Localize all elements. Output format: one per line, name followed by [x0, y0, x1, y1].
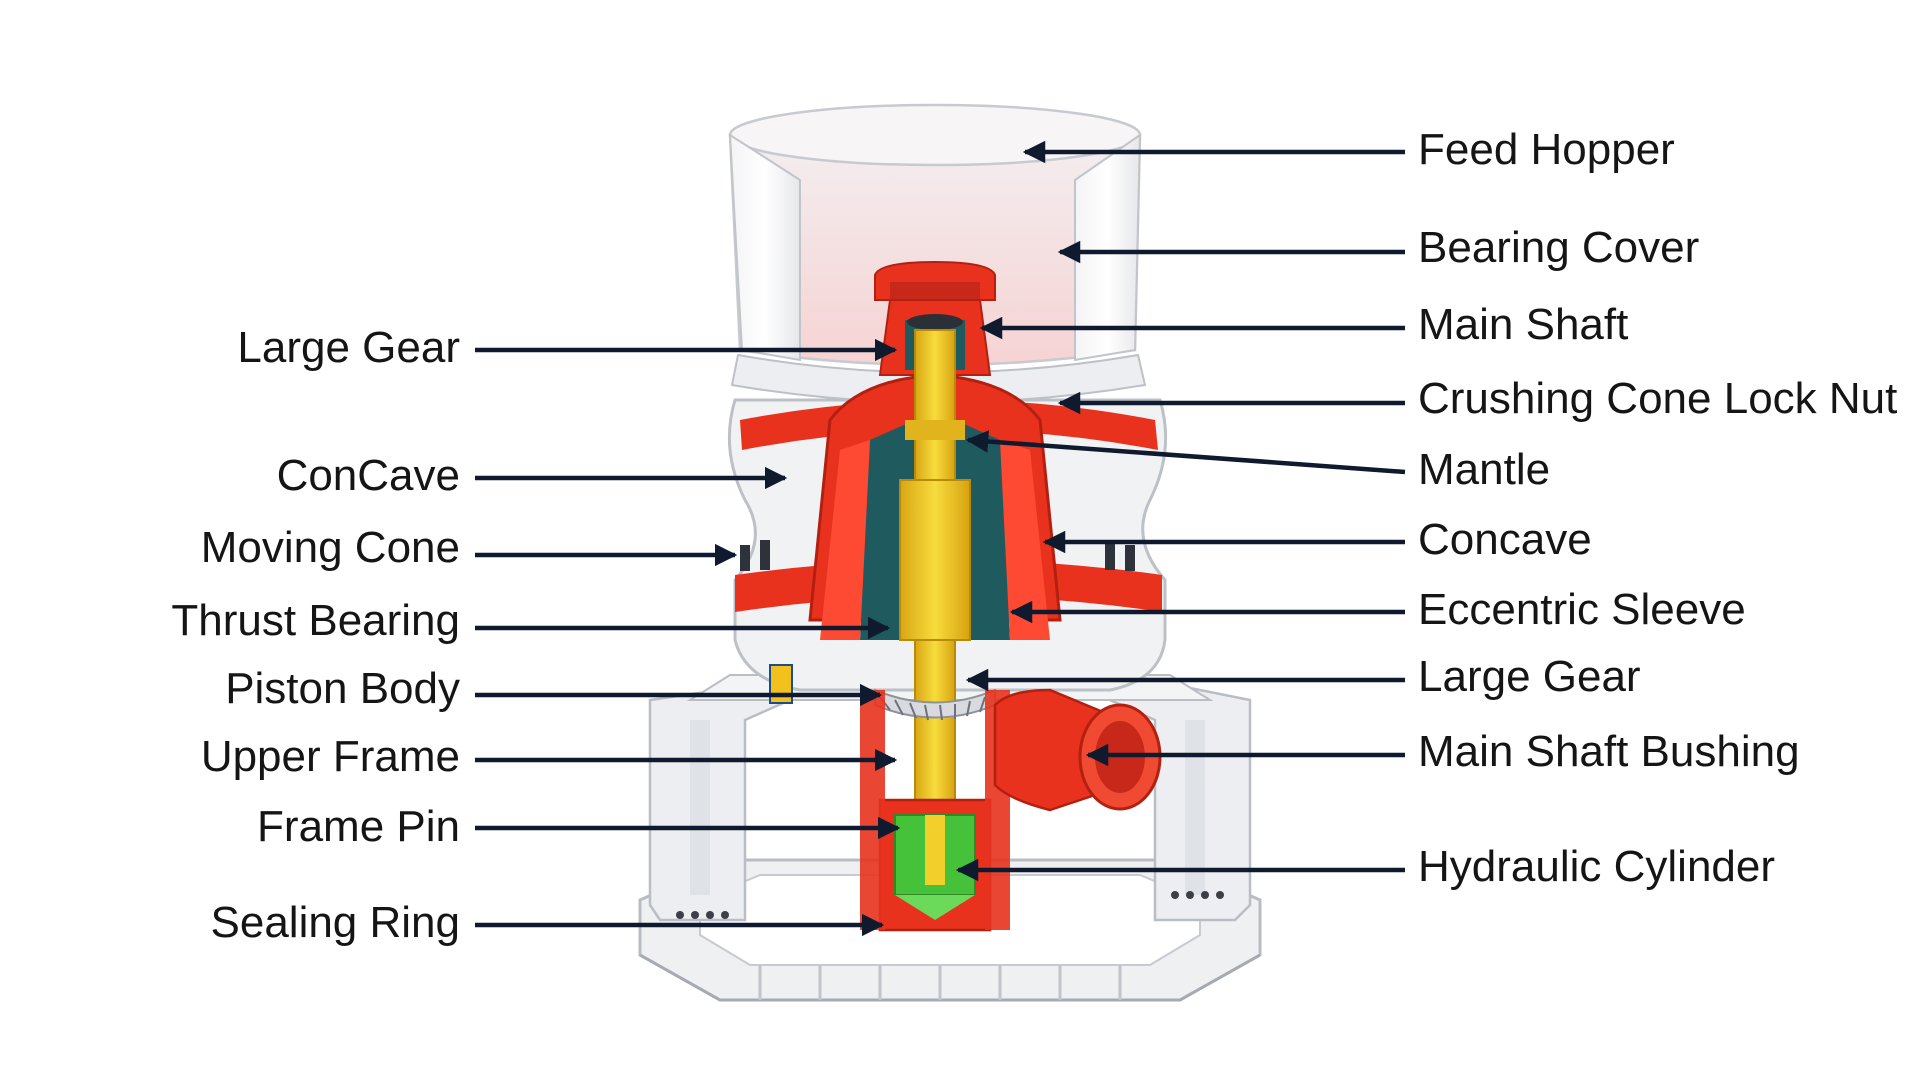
label-thrust-bearing: Thrust Bearing [171, 596, 460, 645]
label-hydraulic-cylinder: Hydraulic Cylinder [1418, 842, 1776, 891]
label-concave-left: ConCave [276, 451, 460, 500]
feed-hopper [728, 103, 1147, 404]
label-bearing-cover: Bearing Cover [1418, 223, 1700, 272]
label-eccentric-sleeve: Eccentric Sleeve [1418, 585, 1746, 634]
label-large-gear-right: Large Gear [1418, 652, 1641, 701]
label-feed-hopper: Feed Hopper [1418, 125, 1675, 174]
label-piston-body: Piston Body [225, 664, 460, 713]
drive-housing [993, 688, 1162, 812]
label-moving-cone: Moving Cone [200, 523, 460, 572]
leader-mantle [965, 430, 1406, 475]
main-shaft [899, 329, 971, 831]
label-mantle: Mantle [1418, 445, 1551, 494]
warning-sticker [769, 664, 793, 704]
label-large-gear-left: Large Gear [237, 323, 460, 372]
label-lock-nut: Crushing Cone Lock Nut [1418, 374, 1898, 423]
label-upper-frame: Upper Frame [200, 732, 460, 781]
label-sealing-ring: Sealing Ring [210, 898, 461, 947]
label-frame-pin: Frame Pin [257, 802, 460, 851]
lower-assembly [860, 690, 1010, 932]
leader-lines [475, 140, 1406, 937]
label-main-shaft-bushing: Main Shaft Bushing [1418, 727, 1800, 776]
label-main-shaft: Main Shaft [1418, 300, 1629, 349]
flange-bolts [740, 540, 1135, 571]
label-concave-right: Concave [1418, 515, 1592, 564]
